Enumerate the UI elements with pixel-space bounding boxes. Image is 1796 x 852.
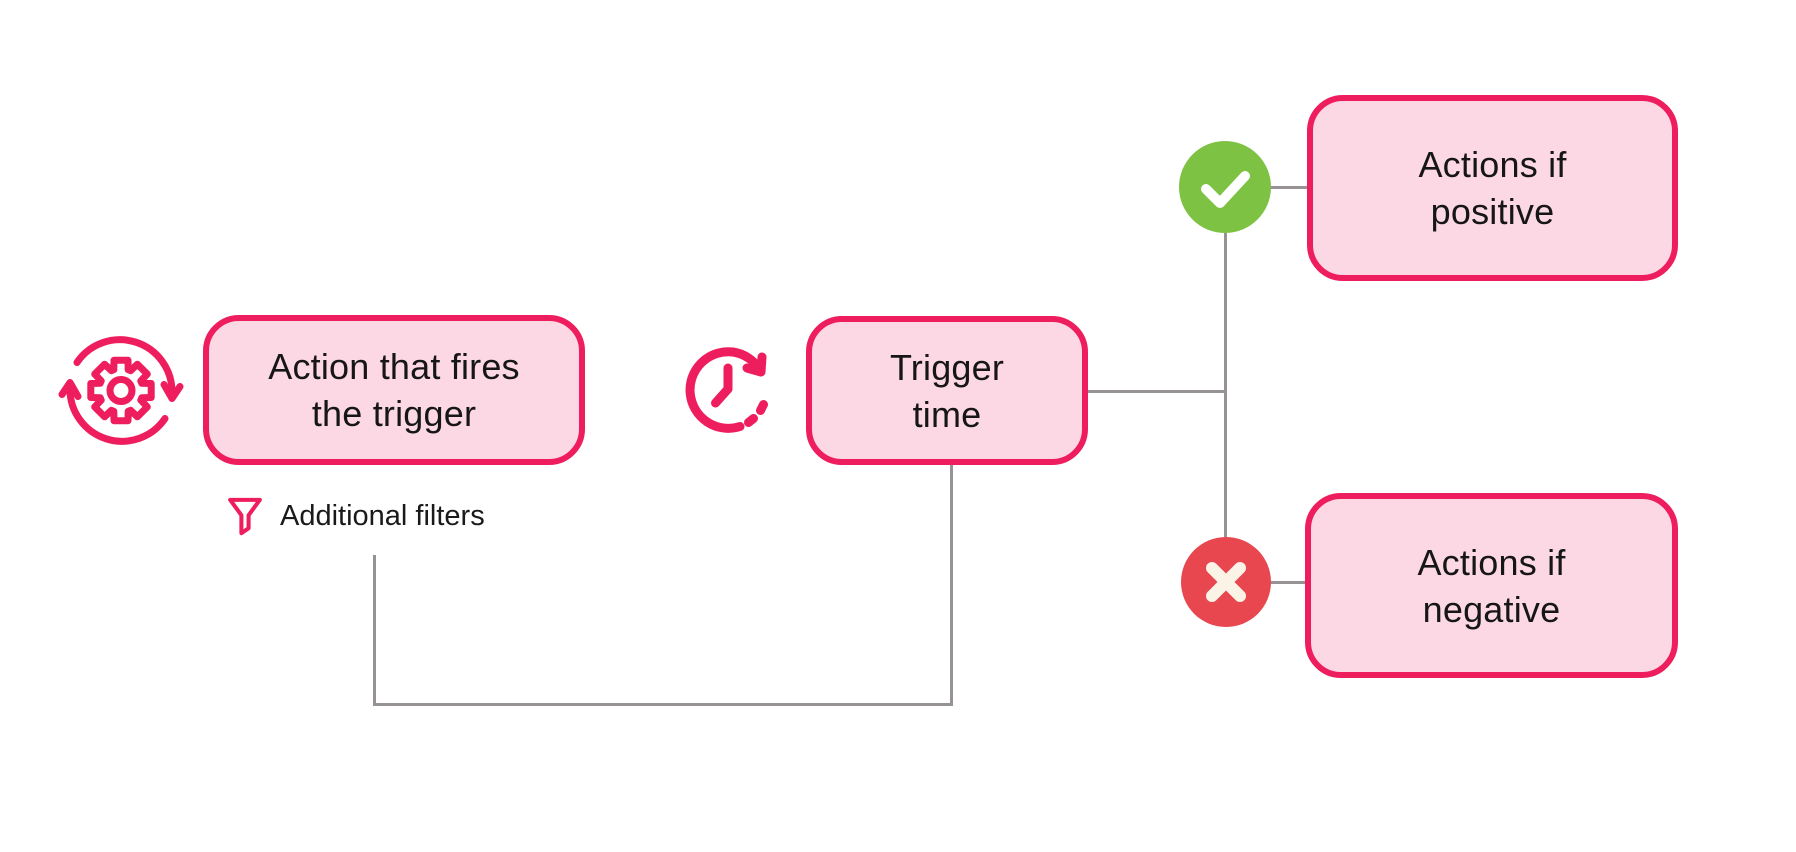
connector-trigger-down xyxy=(950,465,953,706)
node-positive-line2: positive xyxy=(1430,191,1555,232)
connector-junction-vertical xyxy=(1224,233,1227,537)
connector-cross-to-negative xyxy=(1270,581,1306,584)
additional-filters-row: Additional filters xyxy=(227,494,485,538)
additional-filters-label: Additional filters xyxy=(280,499,485,532)
check-icon xyxy=(1179,141,1271,233)
node-negative-line1: Actions if xyxy=(1417,541,1566,583)
cross-icon xyxy=(1181,537,1271,627)
connector-check-to-positive xyxy=(1270,186,1308,189)
node-positive-line1: Actions if xyxy=(1418,144,1567,185)
connector-bottom-horizontal xyxy=(373,703,953,706)
node-actions-if-negative: Actions if negative xyxy=(1305,493,1678,678)
node-trigger-line1: Trigger xyxy=(889,346,1005,388)
connector-trigger-to-junction xyxy=(1088,390,1226,393)
gear-sync-icon xyxy=(58,332,184,449)
node-action-line2: the trigger xyxy=(311,393,477,434)
node-negative-line2: negative xyxy=(1422,588,1561,630)
node-trigger-line2: time xyxy=(912,393,982,435)
clock-arrow-icon xyxy=(676,338,780,442)
node-action-line1: Action that fires xyxy=(268,346,520,387)
connector-filters-down xyxy=(373,555,376,705)
node-trigger-time: Trigger time xyxy=(806,316,1088,465)
filter-funnel-icon xyxy=(227,496,263,537)
node-actions-if-positive: Actions if positive xyxy=(1307,95,1678,281)
node-action-that-fires-trigger: Action that fires the trigger xyxy=(203,315,585,465)
